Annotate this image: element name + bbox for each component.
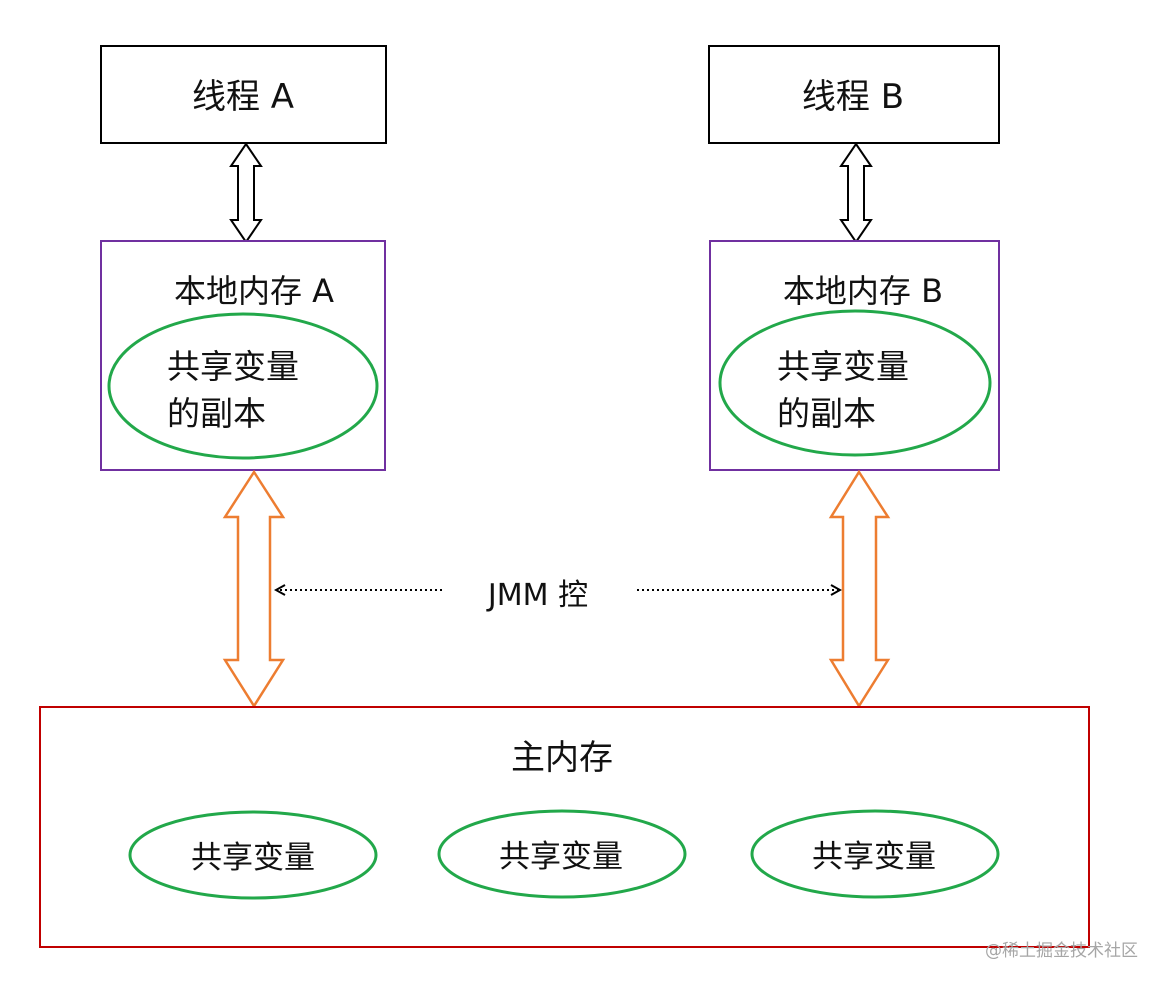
local-memory-b-copy-ellipse [718, 309, 992, 457]
local-memory-a-copy-ellipse [107, 312, 379, 460]
watermark: @稀土掘金技术社区 [985, 941, 1138, 961]
main-memory-box [39, 706, 1090, 948]
shared-var-ellipse-2 [437, 809, 687, 899]
shared-var-label-2: 共享变量 [499, 839, 623, 875]
local-memory-b-title: 本地内存 B [783, 272, 943, 310]
shared-var-ellipse-3 [750, 809, 1000, 899]
shared-var-label-3: 共享变量 [812, 839, 936, 875]
thread-a-node: 线程 A [100, 45, 387, 144]
local-memory-a-box [100, 240, 386, 471]
main-memory-node: 主内存 共享变量 共享变量 共享变量 [39, 706, 1090, 948]
thread-b-box [708, 45, 1000, 144]
thread-b-label: 线程 B [802, 77, 904, 117]
shared-var-label-1: 共享变量 [191, 840, 315, 876]
thread-a-label: 线程 A [192, 77, 294, 117]
local-memory-b-copy-line2: 的副本 [777, 394, 876, 433]
thread-b-local-arrow [839, 142, 873, 244]
local-memory-a-copy-line2: 的副本 [167, 394, 266, 433]
shared-var-ellipse-1 [128, 810, 378, 900]
local-memory-a-copy-line1: 共享变量 [167, 347, 299, 386]
jmm-label: JMM 控 [486, 578, 588, 613]
thread-a-box [100, 45, 387, 144]
main-memory-title: 主内存 [511, 738, 613, 778]
local-memory-a-node: 本地内存 A 共享变量 的副本 [100, 240, 386, 471]
local-main-arrow-a [222, 469, 286, 709]
local-memory-b-node: 本地内存 B 共享变量 的副本 [709, 240, 1000, 471]
local-memory-a-title: 本地内存 A [174, 272, 334, 310]
thread-b-node: 线程 B [708, 45, 1000, 144]
local-main-arrow-b [828, 469, 891, 709]
thread-a-local-arrow [229, 142, 263, 244]
local-memory-b-copy-line1: 共享变量 [777, 347, 909, 386]
